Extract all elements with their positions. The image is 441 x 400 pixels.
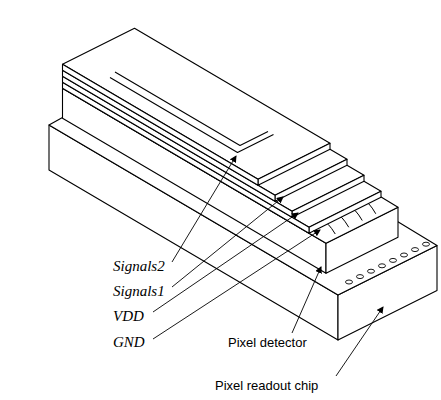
- bond-pad: [368, 269, 375, 273]
- signal-name: VDD: [113, 308, 144, 325]
- bond-pad: [423, 242, 430, 246]
- leader-line: [153, 230, 320, 339]
- signals2-layer-side: [63, 64, 259, 185]
- part-name: Pixel detector: [228, 336, 307, 350]
- bond-pad: [346, 280, 353, 284]
- bond-pad: [401, 253, 408, 257]
- signal-name: Signals1: [113, 283, 165, 300]
- signals2-layer-top: [63, 28, 331, 179]
- leader-line: [172, 197, 283, 287]
- leader-line: [172, 156, 236, 262]
- bond-pad: [390, 258, 397, 262]
- leader-line: [292, 267, 321, 333]
- leader-line: [336, 307, 383, 376]
- signal-name: Signals2: [113, 258, 165, 275]
- signal-name: GND: [113, 334, 145, 351]
- bond-pad: [379, 264, 386, 268]
- part-name: Pixel readout chip: [215, 379, 318, 393]
- signals2-layer-front: [258, 143, 330, 185]
- bond-pad: [357, 275, 364, 279]
- signal-trace: [115, 72, 268, 146]
- leader-line: [153, 213, 298, 312]
- bond-pad: [412, 248, 419, 252]
